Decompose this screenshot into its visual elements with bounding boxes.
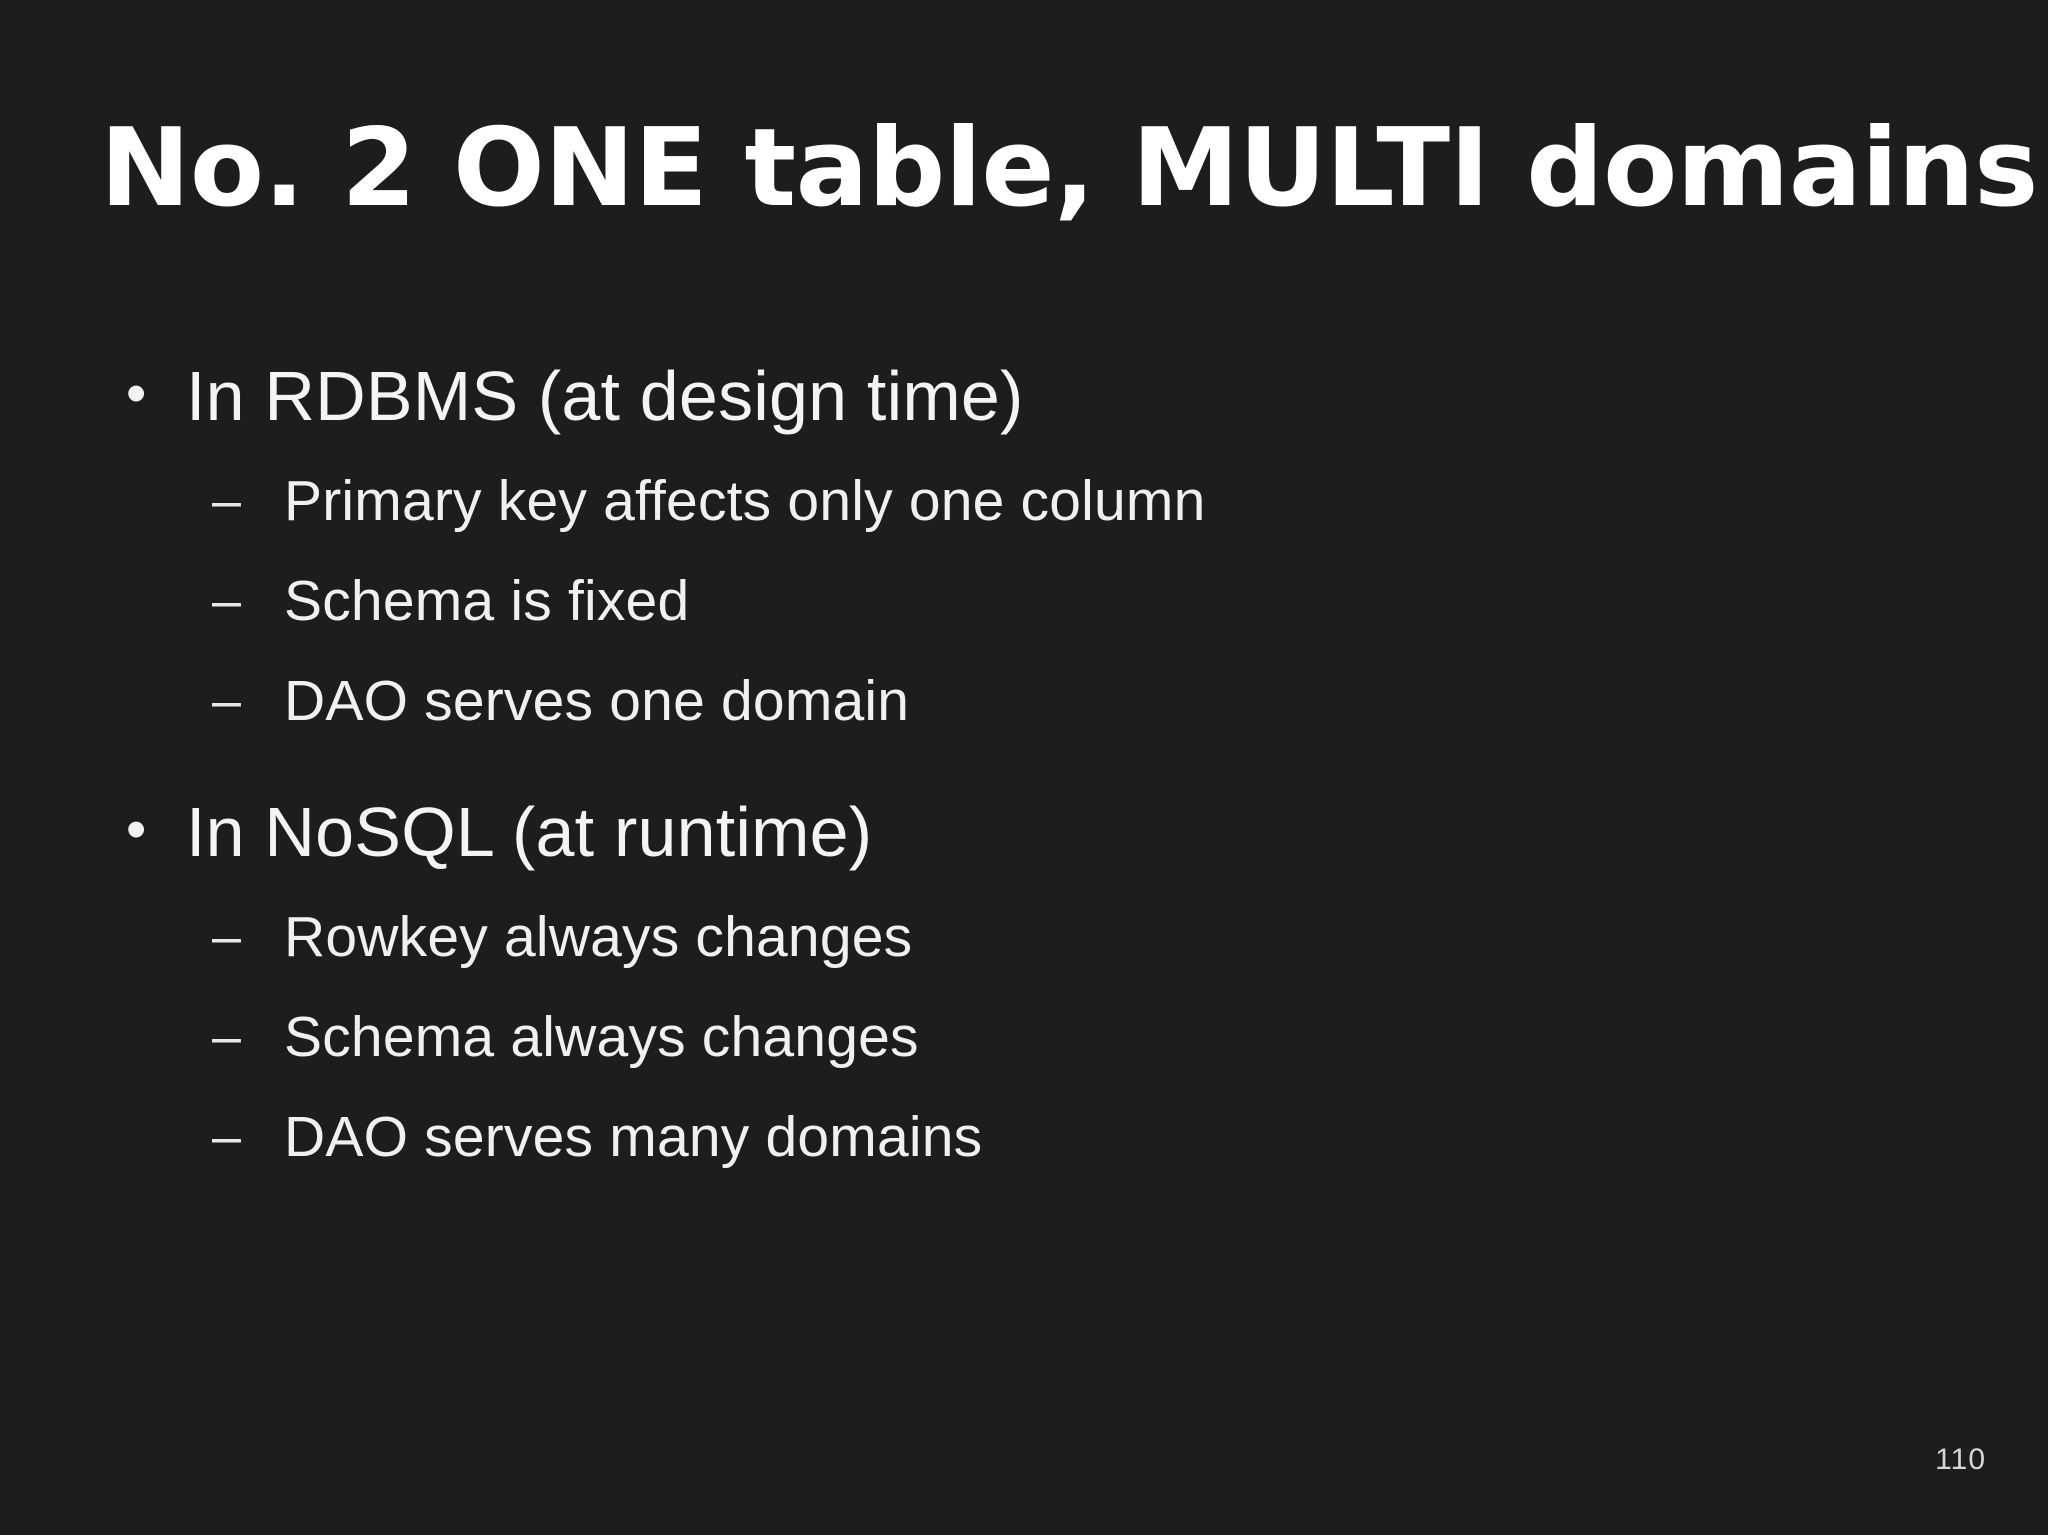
- bullet-item-level2: – DAO serves one domain: [0, 662, 2048, 740]
- group-spacer: [0, 762, 2048, 788]
- bullet-item-level2: – Primary key affects only one column: [0, 462, 2048, 540]
- bullet-item-level2: – Rowkey always changes: [0, 898, 2048, 976]
- bullet-label: Primary key affects only one column: [284, 469, 1206, 533]
- page-title: No. 2 ONE table, MULTI domains: [100, 106, 2038, 231]
- bullet-label: Schema is fixed: [284, 569, 690, 633]
- bullet-item-level2: – Schema is fixed: [0, 562, 2048, 640]
- bullet-dash-icon: –: [212, 908, 241, 966]
- bullet-item-level2: – Schema always changes: [0, 998, 2048, 1076]
- bullet-item-level1: • In NoSQL (at runtime): [0, 788, 2048, 884]
- bullet-dash-icon: –: [212, 672, 241, 730]
- bullet-dot-icon: •: [126, 361, 147, 426]
- bullet-dash-icon: –: [212, 472, 241, 530]
- bullet-dash-icon: –: [212, 572, 241, 630]
- bullet-dash-icon: –: [212, 1108, 241, 1166]
- bullet-item-level2: – DAO serves many domains: [0, 1098, 2048, 1176]
- bullet-label: Schema always changes: [284, 1005, 919, 1069]
- bullet-label: DAO serves one domain: [284, 669, 910, 733]
- bullet-label: DAO serves many domains: [284, 1105, 983, 1169]
- bullet-label: In NoSQL (at runtime): [186, 793, 873, 871]
- bullet-dot-icon: •: [126, 797, 147, 862]
- bullet-list: • In RDBMS (at design time) – Primary ke…: [0, 352, 2048, 1198]
- bullet-label: In RDBMS (at design time): [186, 357, 1024, 435]
- bullet-item-level1: • In RDBMS (at design time): [0, 352, 2048, 448]
- page-number: 110: [1935, 1443, 1986, 1476]
- bullet-label: Rowkey always changes: [284, 905, 913, 969]
- bullet-dash-icon: –: [212, 1008, 241, 1066]
